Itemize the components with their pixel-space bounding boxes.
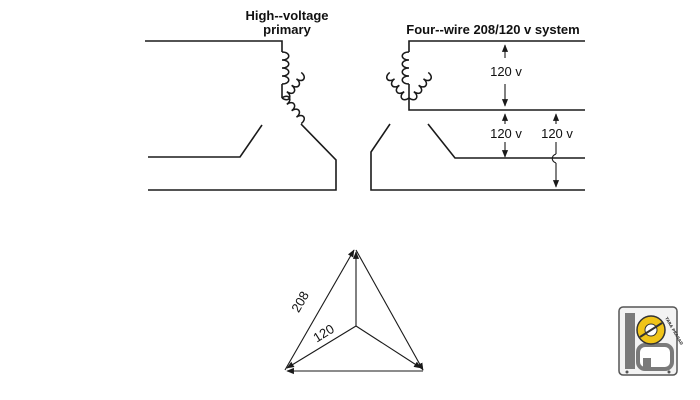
dim-upper-label: 120 v	[490, 64, 522, 79]
secondary-winding: Four--wire 208/120 v system 120 v 120 v …	[370, 22, 585, 191]
phasor-phase-left	[286, 325, 357, 369]
primary-title-line1: High--voltage	[245, 8, 328, 23]
secondary-right-coil	[408, 71, 432, 101]
secondary-neutral-line	[408, 98, 585, 111]
primary-right-coil	[281, 95, 305, 125]
primary-bottom-line	[148, 123, 337, 191]
secondary-middle-line	[427, 123, 585, 159]
primary-title-line2: primary	[263, 22, 311, 37]
dim-right-label: 120 v	[541, 126, 573, 141]
logo-block	[643, 358, 651, 367]
logo-pen-icon	[639, 322, 663, 338]
publisher-logo: TARA PRASAD	[618, 306, 685, 376]
secondary-title: Four--wire 208/120 v system	[406, 22, 579, 37]
secondary-top-line	[408, 40, 585, 52]
dim-right-crossover	[551, 153, 557, 164]
primary-top-line	[145, 40, 283, 52]
primary-vertical-coil	[281, 51, 290, 85]
phasor-line-right	[355, 249, 424, 371]
phasor-line-left	[284, 249, 355, 371]
logo-dot-left	[625, 370, 629, 374]
logo-dot-right	[667, 370, 671, 374]
phasor-label-line: 208	[288, 289, 312, 315]
phasor-label-phase: 120	[310, 321, 336, 345]
logo-bar-left	[625, 313, 635, 369]
dim-middle-label: 120 v	[490, 126, 522, 141]
phasor-diagram: 208 120	[284, 249, 424, 375]
primary-winding: High--voltage primary	[145, 8, 337, 191]
secondary-vertical-coil	[401, 51, 410, 85]
phasor-phase-right	[355, 325, 422, 369]
primary-left-line	[148, 124, 263, 158]
secondary-bottom-line	[370, 123, 585, 191]
